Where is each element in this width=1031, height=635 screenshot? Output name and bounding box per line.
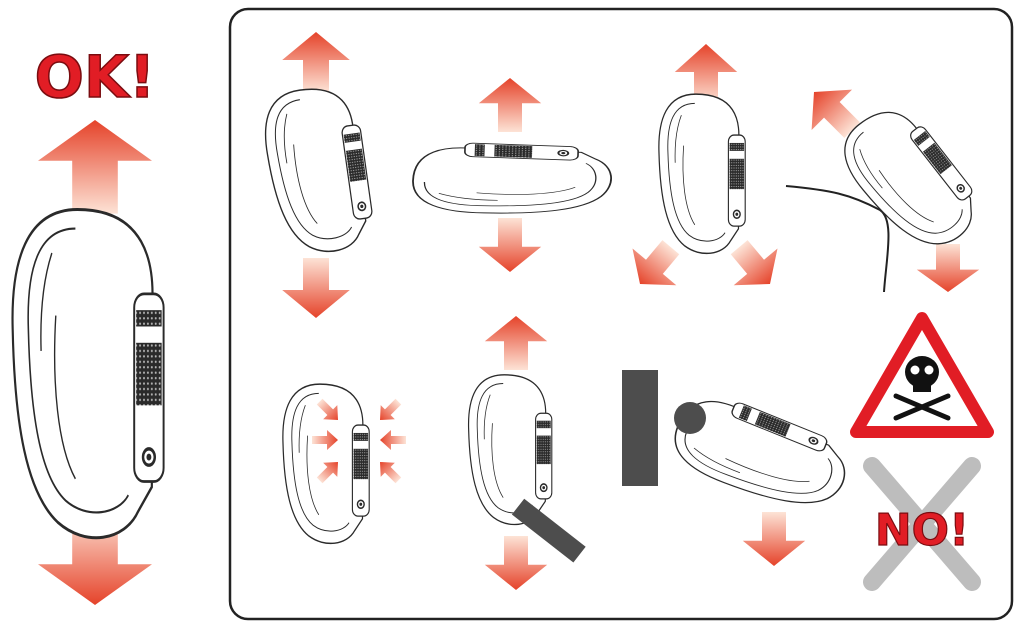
arrow-up-large xyxy=(37,120,152,214)
skull-crossbones-warning-icon xyxy=(850,312,994,438)
ok-label: OK! xyxy=(35,43,156,111)
ok-example: OK! xyxy=(10,42,166,605)
example-against-wall xyxy=(622,370,857,566)
example-gate-against-bar xyxy=(467,316,586,590)
crossed-out-icon xyxy=(863,457,981,591)
carabiner-main xyxy=(10,207,166,540)
example-over-edge xyxy=(785,71,991,293)
no-label: NO! xyxy=(875,505,969,556)
